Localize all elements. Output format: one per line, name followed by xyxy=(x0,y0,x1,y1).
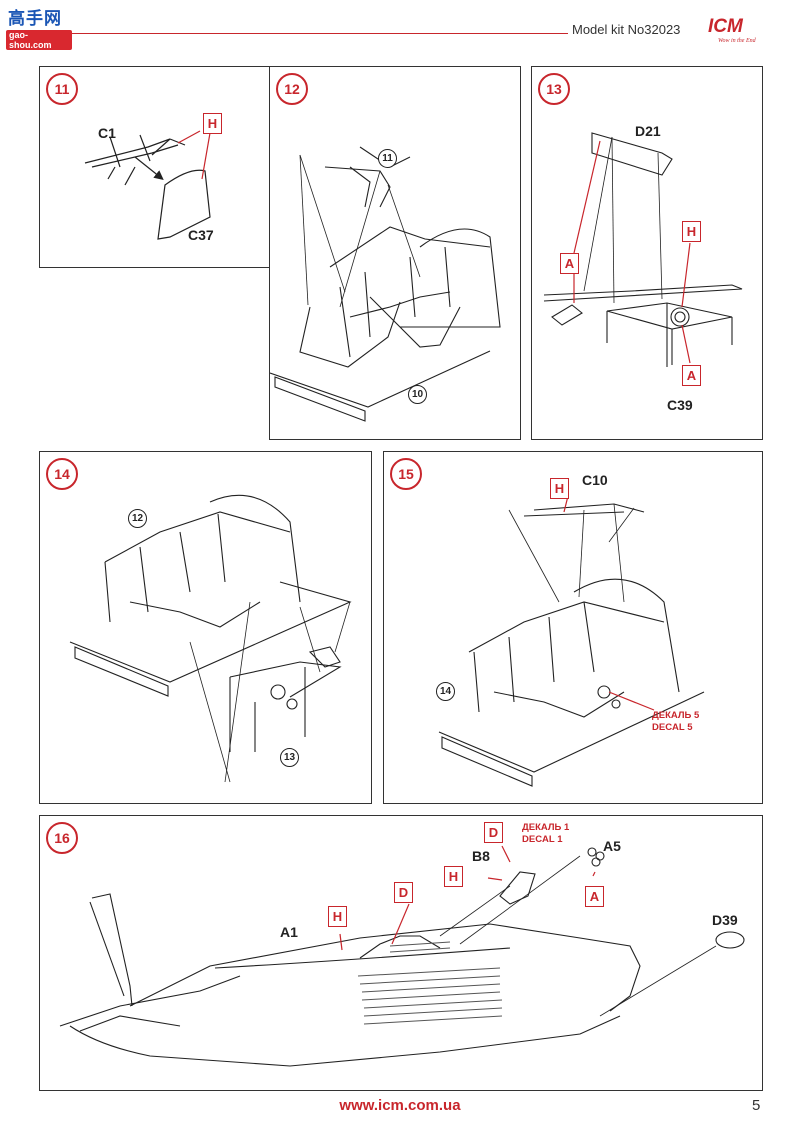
part-label-a1: A1 xyxy=(280,924,298,940)
part-label-c39: C39 xyxy=(667,397,693,413)
step-number: 14 xyxy=(46,458,78,490)
step-ref: 12 xyxy=(128,509,147,528)
icm-slogan: Wow in the End xyxy=(718,38,756,44)
part-label-d21: D21 xyxy=(635,123,661,139)
step-14-panel: 14 12 13 xyxy=(39,451,372,804)
part-label-b8: B8 xyxy=(472,848,490,864)
header-rule xyxy=(72,33,568,34)
step-ref: 10 xyxy=(408,385,427,404)
marker-h: H xyxy=(444,866,463,887)
marker-h: H xyxy=(203,113,222,134)
step-16-drawing xyxy=(59,845,745,1067)
marker-h: H xyxy=(328,906,347,927)
step-number: 12 xyxy=(276,73,308,105)
step-ref: 11 xyxy=(378,149,397,168)
marker-a: A xyxy=(682,365,701,386)
icm-brand: ICM xyxy=(708,16,743,37)
step-15-drawing xyxy=(438,495,705,787)
step-number: 15 xyxy=(390,458,422,490)
step-ref: 13 xyxy=(280,748,299,767)
site-logo-text: 高手网 xyxy=(8,9,62,29)
step-12-panel: 12 11 10 xyxy=(269,66,521,440)
part-label-a5: A5 xyxy=(603,838,621,854)
part-label-d39: D39 xyxy=(712,912,738,928)
site-logo: 高手网 gao-shou.com xyxy=(6,4,72,50)
step-number: 13 xyxy=(538,73,570,105)
part-label-c10: C10 xyxy=(582,472,608,488)
part-label-c1: C1 xyxy=(98,125,116,141)
step-ref: 14 xyxy=(436,682,455,701)
step-12-drawing xyxy=(270,146,501,422)
decal-ru: ДЕКАЛЬ 1 xyxy=(522,822,570,833)
marker-h: H xyxy=(550,478,569,499)
footer-url[interactable]: www.icm.com.ua xyxy=(339,1097,461,1114)
page-number: 5 xyxy=(752,1097,761,1114)
step-11-panel: 11 C1 C37 H xyxy=(39,66,272,268)
decal-callout: ДЕКАЛЬ 1 DECAL 1 xyxy=(522,822,569,846)
part-label-c37: C37 xyxy=(188,227,214,243)
site-logo-subtext: gao-shou.com xyxy=(6,30,72,50)
step-16-panel: 16 B8 A5 A1 D39 D H D H A ДЕКАЛЬ 1 DECAL… xyxy=(39,815,763,1091)
marker-a: A xyxy=(560,253,579,274)
step-number: 16 xyxy=(46,822,78,854)
marker-d: D xyxy=(484,822,503,843)
step-number: 11 xyxy=(46,73,78,105)
marker-h: H xyxy=(682,221,701,242)
decal-en: DECAL 1 xyxy=(522,834,563,845)
kit-number: Model kit No32023 xyxy=(572,22,681,37)
decal-ru: ДЕКАЛЬ 5 xyxy=(652,710,700,721)
step-13-drawing xyxy=(543,132,743,367)
step-11-drawing xyxy=(84,130,211,240)
decal-en: DECAL 5 xyxy=(652,722,693,733)
step-13-panel: 13 D21 C39 H A A xyxy=(531,66,763,440)
step-14-drawing xyxy=(69,494,352,783)
decal-callout: ДЕКАЛЬ 5 DECAL 5 xyxy=(652,710,699,734)
marker-d: D xyxy=(394,882,413,903)
icm-logo: ICM Wow in the End xyxy=(700,14,766,50)
step-15-panel: 15 C10 H 14 ДЕКАЛЬ 5 DECAL 5 xyxy=(383,451,763,804)
marker-a: A xyxy=(585,886,604,907)
